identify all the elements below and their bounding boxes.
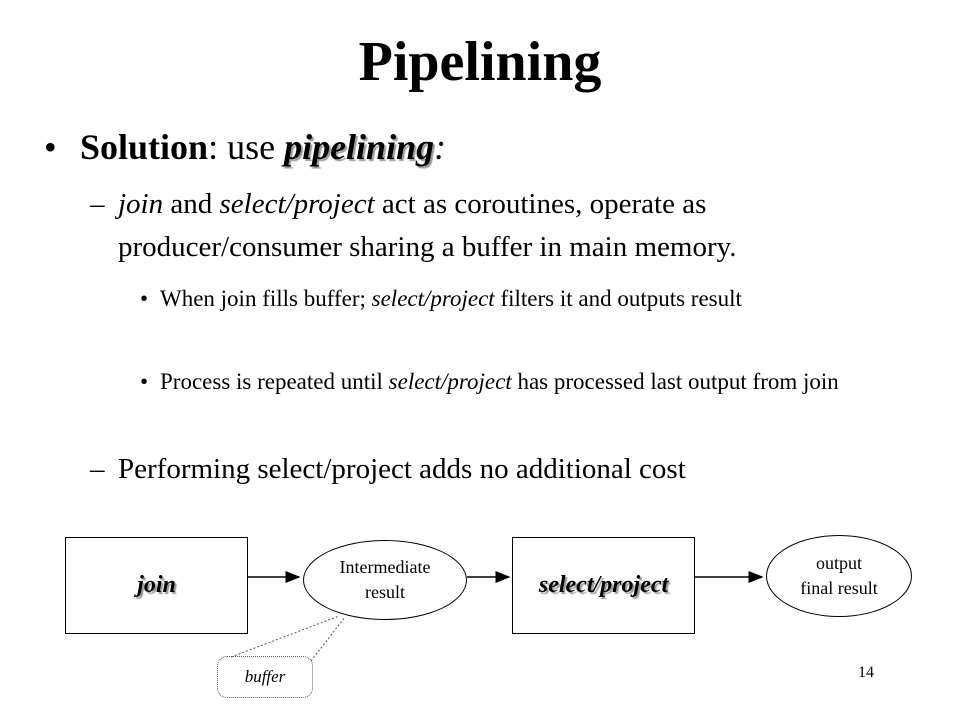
solution-colon: :	[434, 127, 447, 167]
join-box-label: join	[137, 572, 176, 598]
output-final-result-ellipse: output final result	[766, 535, 912, 617]
join-term: join	[118, 188, 164, 220]
slide-title: Pipelining	[358, 31, 602, 93]
sub-bullet-no-cost: – Performing select/project adds no addi…	[90, 448, 918, 491]
select-project-term: select/project	[219, 188, 375, 220]
page-number: 14	[858, 664, 874, 681]
dot-marker: •	[140, 369, 149, 394]
repeated-post: has processed last output from join	[511, 369, 839, 394]
join-box: join	[65, 537, 248, 634]
text-and: and	[163, 188, 220, 220]
select-project-box: select/project	[512, 537, 695, 634]
intermediate-result-ellipse: Intermediate result	[303, 540, 467, 620]
bullet-solution: • Solution: use pipelining:	[44, 122, 447, 172]
output-label-line2: final result	[800, 578, 878, 598]
select-project-box-label: select/project	[538, 572, 669, 598]
dot-marker: •	[140, 286, 149, 311]
bullet-marker: •	[44, 127, 57, 167]
coroutines-text: act as coroutines, operate as producer/c…	[118, 188, 737, 263]
dash-marker: –	[90, 453, 105, 485]
intermediate-label-line1: Intermediate	[339, 557, 431, 577]
buffer-callout: buffer	[217, 656, 313, 698]
pipelining-keyword: pipelining	[284, 127, 435, 167]
solution-text: : use	[208, 127, 285, 167]
repeated-pre: Process is repeated until	[160, 369, 389, 394]
no-cost-text: Performing select/project adds no additi…	[118, 453, 686, 485]
select-project-term: select/project	[388, 369, 512, 394]
dash-marker: –	[90, 188, 105, 220]
solution-label: Solution	[80, 127, 209, 167]
sub-sub-bullet-fills-buffer: • When join fills buffer; select/project…	[140, 282, 920, 315]
select-project-term: select/project	[371, 286, 495, 311]
output-label-line1: output	[815, 553, 862, 573]
sub-sub-bullet-repeated: • Process is repeated until select/proje…	[140, 365, 920, 398]
sub-bullet-coroutines: – join and select/project act as corouti…	[90, 183, 918, 269]
fills-buffer-pre: When join fills buffer;	[160, 286, 372, 311]
buffer-callout-line-right	[310, 616, 346, 662]
buffer-callout-line-left	[230, 615, 340, 658]
fills-buffer-post: filters it and outputs result	[494, 286, 742, 311]
intermediate-label-line2: result	[365, 582, 405, 602]
